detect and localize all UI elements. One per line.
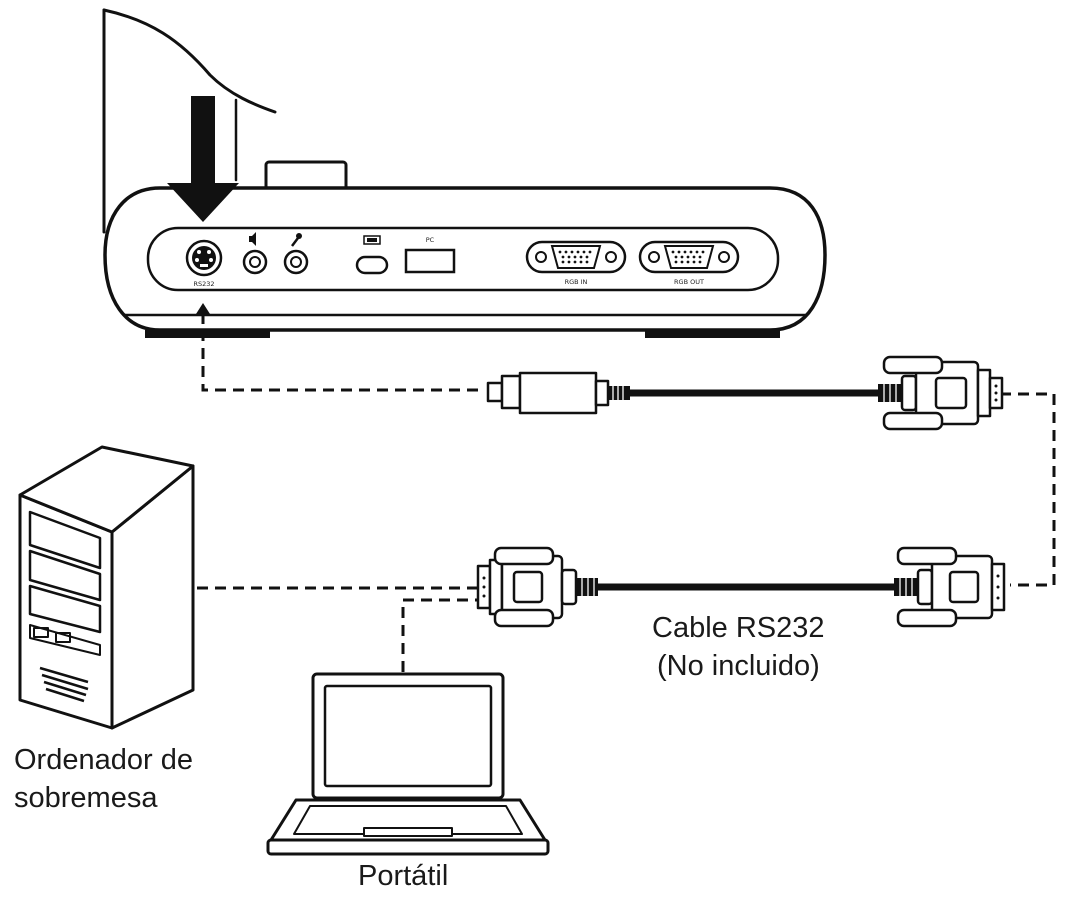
rgb-out-port: RGB OUT (638, 240, 740, 286)
laptop-label: Portátil (358, 860, 449, 892)
cable-label-line1: Cable RS232 (652, 612, 825, 644)
dash-laptop-to-cable (401, 598, 478, 672)
minidin-ring (500, 374, 522, 410)
pc-port: PC (404, 236, 456, 274)
audio-out-port (242, 232, 268, 275)
dash-camera-to-cable (201, 330, 478, 392)
camera-arm-edge (102, 8, 277, 114)
mic-in-port (283, 233, 309, 275)
minidin-body (518, 371, 598, 415)
laptop (266, 672, 550, 856)
dashed-connections (197, 330, 1056, 672)
up-arrow-icon (196, 303, 210, 324)
minidin-tip (486, 381, 504, 403)
usb-port (355, 235, 389, 275)
port-panel (146, 226, 780, 292)
dash-cable-right-loop (1000, 392, 1056, 587)
camera-foot-right (645, 330, 780, 338)
desktop-label-line1: Ordenador de (14, 744, 193, 776)
document-camera (102, 8, 827, 338)
desktop-tower (18, 445, 195, 730)
camera-handle (264, 160, 348, 192)
rs232-port-label: RS232 (193, 280, 214, 288)
desktop-label-line2: sobremesa (14, 782, 158, 814)
laptop-screen (323, 684, 493, 788)
rgb-out-label: RGB OUT (674, 278, 704, 286)
down-arrow-icon (167, 96, 239, 222)
rgb-in-label: RGB IN (565, 278, 588, 286)
cable-label-line2: (No incluido) (657, 650, 820, 682)
mic-in-icon (291, 233, 302, 247)
rs232-adapter-cable (486, 355, 1004, 431)
camera-foot-left (145, 330, 270, 338)
rs232-port: RS232 (185, 239, 223, 288)
tower-top (18, 445, 195, 534)
rgb-in-port: RGB IN (525, 240, 627, 286)
audio-out-icon (249, 232, 256, 246)
usb-icon (363, 235, 381, 245)
rs232-cable (476, 546, 1006, 628)
pc-port-label: PC (426, 236, 435, 244)
